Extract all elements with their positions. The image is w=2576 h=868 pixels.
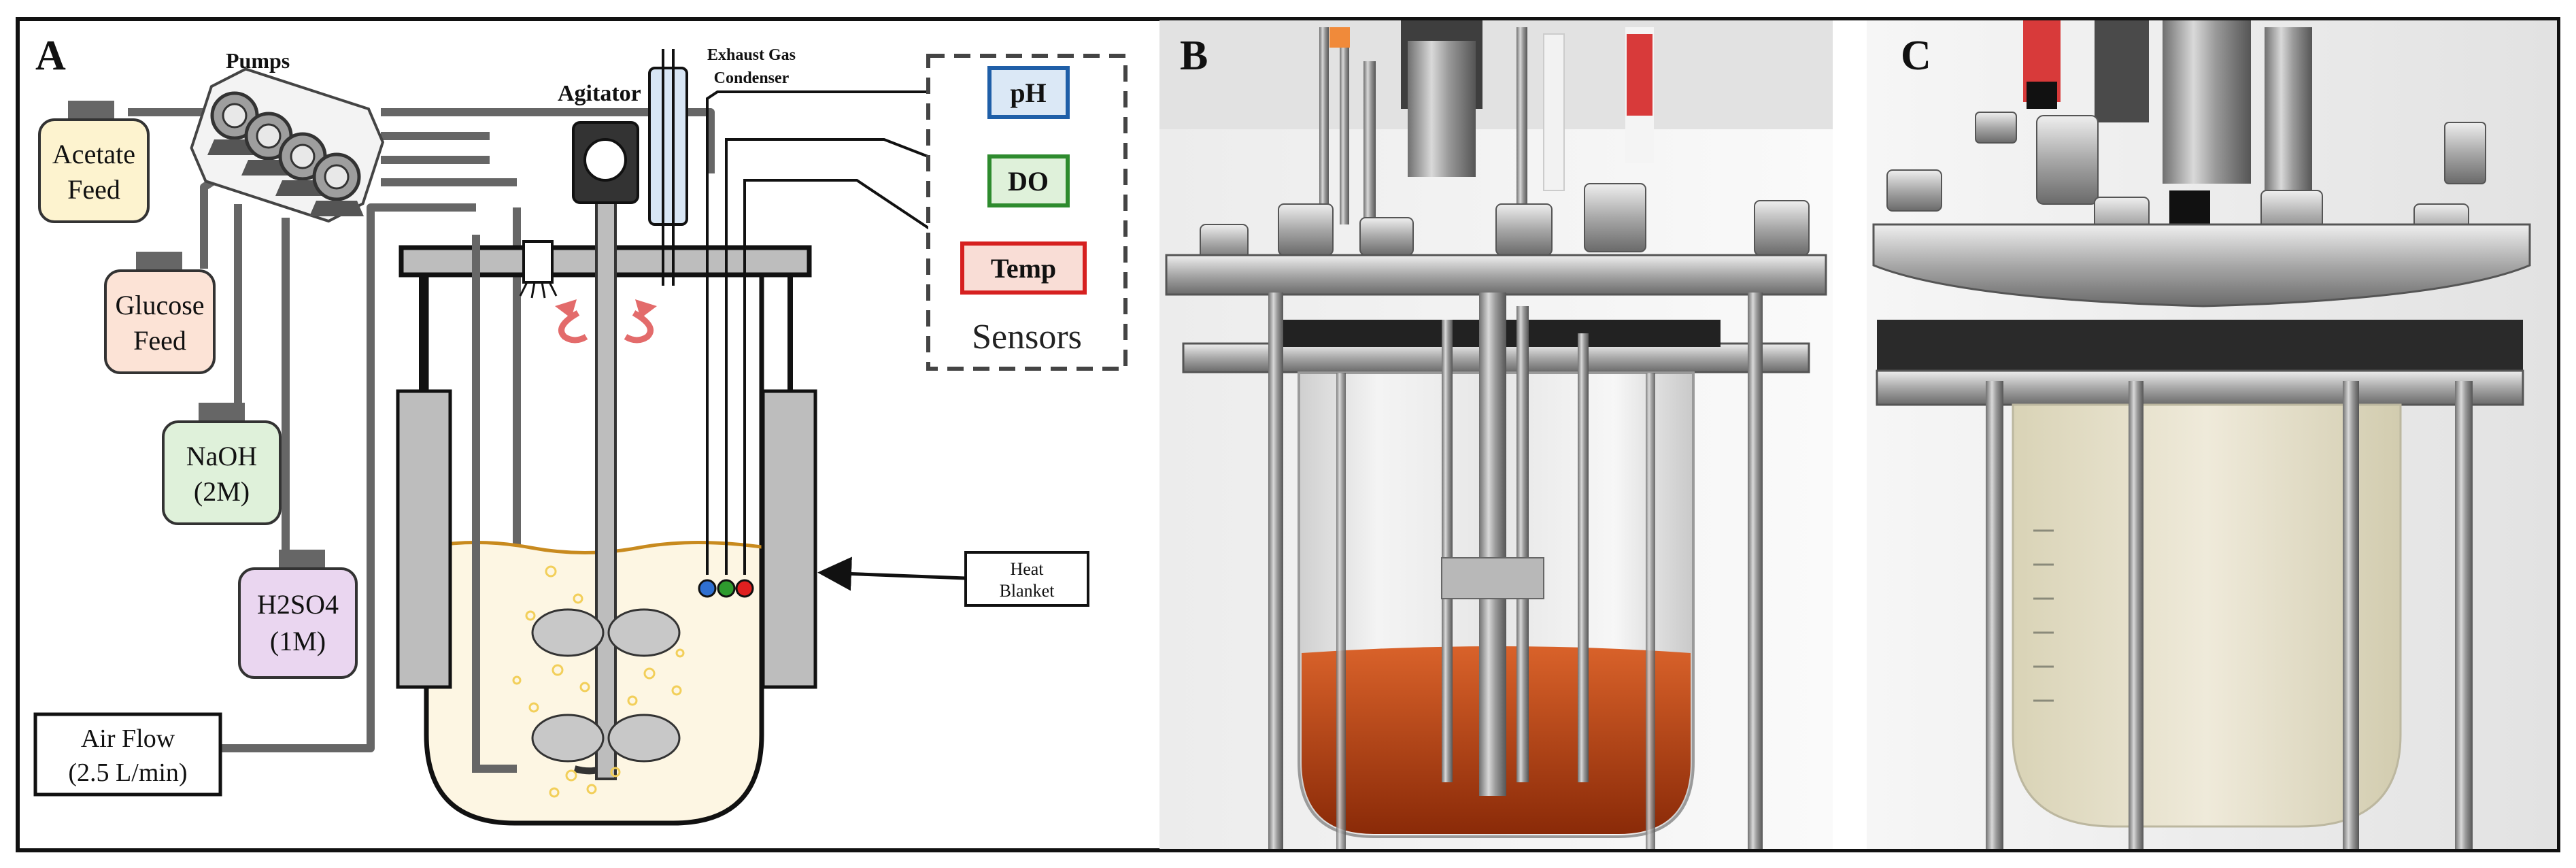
feed-label-line1: NaOH — [186, 441, 257, 471]
vessel-outline — [424, 265, 764, 826]
cream-broth — [2012, 403, 2402, 828]
sensors-title: Sensors — [972, 318, 1082, 356]
temp-probe-tip — [735, 579, 754, 598]
condenser-label-line2: Condenser — [714, 69, 790, 87]
pump-icon — [275, 132, 330, 196]
pump-icon — [207, 91, 262, 155]
bioreactor-vessel — [396, 199, 817, 826]
do-probe-tip — [717, 579, 736, 598]
ph-probe-tip — [698, 579, 717, 598]
panel-label-a: A — [35, 33, 66, 79]
feed-bottle-acetate: Acetate Feed — [38, 101, 150, 223]
panel-a-diagram: A — [33, 33, 1128, 826]
impeller-blade — [531, 608, 605, 657]
sensor-temp: Temp — [960, 241, 1087, 295]
sensors-panel: pH DO Temp Sensors — [926, 54, 1128, 371]
sensor-ph: pH — [987, 66, 1070, 119]
sensor-do-label: DO — [1008, 166, 1049, 197]
feed-label-line2: Feed — [67, 174, 120, 205]
impeller-blade — [607, 608, 681, 657]
air-flow-box: Air Flow (2.5 L/min) — [33, 712, 222, 797]
pump-assembly: Pumps — [190, 48, 385, 223]
feed-label-line1: H2SO4 — [257, 589, 339, 620]
condenser-label-line1: Exhaust Gas — [707, 46, 796, 64]
agitator-label: Agitator — [558, 81, 641, 106]
sensor-do: DO — [987, 154, 1070, 207]
sensor-temp-label: Temp — [991, 253, 1056, 284]
rotation-arrows-icon — [558, 310, 654, 344]
feed-label-line2: (2M) — [194, 476, 250, 507]
heat-blanket-callout: Heat Blanket — [817, 551, 1089, 607]
pumps-label: Pumps — [226, 48, 290, 73]
panel-b-photo: B — [1159, 20, 1833, 849]
feed-bottle-naoh: NaOH (2M) — [162, 403, 282, 525]
air-flow-label-line2: (2.5 L/min) — [68, 758, 187, 787]
figure-border — [16, 17, 2560, 852]
panel-c-photo: C — [1867, 20, 2557, 849]
impeller-blade — [607, 714, 681, 763]
agitator-motor: Agitator — [558, 81, 641, 204]
heat-blanket-label-line2: Blanket — [1000, 581, 1055, 601]
heat-blanket-right — [761, 389, 817, 689]
feed-bottle-glucose: Glucose Feed — [104, 252, 216, 374]
panel-label-b: B — [1180, 33, 1208, 79]
impeller-blade — [531, 714, 605, 763]
sensor-ph-label: pH — [1010, 78, 1046, 108]
feed-label-line1: Glucose — [115, 290, 204, 320]
exhaust-gas-condenser: Exhaust Gas Condenser — [648, 46, 796, 286]
feed-bottle-h2so4: H2SO4 (1M) — [238, 550, 358, 679]
air-bubbles — [512, 565, 685, 798]
heat-blanket-label-line1: Heat — [1010, 559, 1044, 579]
feed-label-line2: Feed — [133, 325, 186, 356]
broth — [426, 542, 762, 823]
heat-blanket-left — [396, 389, 452, 689]
panel-label-c: C — [1901, 33, 1931, 79]
feed-label-line2: (1M) — [270, 626, 326, 656]
air-flow-label-line1: Air Flow — [81, 724, 175, 753]
agitator-shaft — [595, 199, 617, 780]
pump-icon — [309, 152, 364, 216]
feed-label-line1: Acetate — [52, 139, 135, 169]
